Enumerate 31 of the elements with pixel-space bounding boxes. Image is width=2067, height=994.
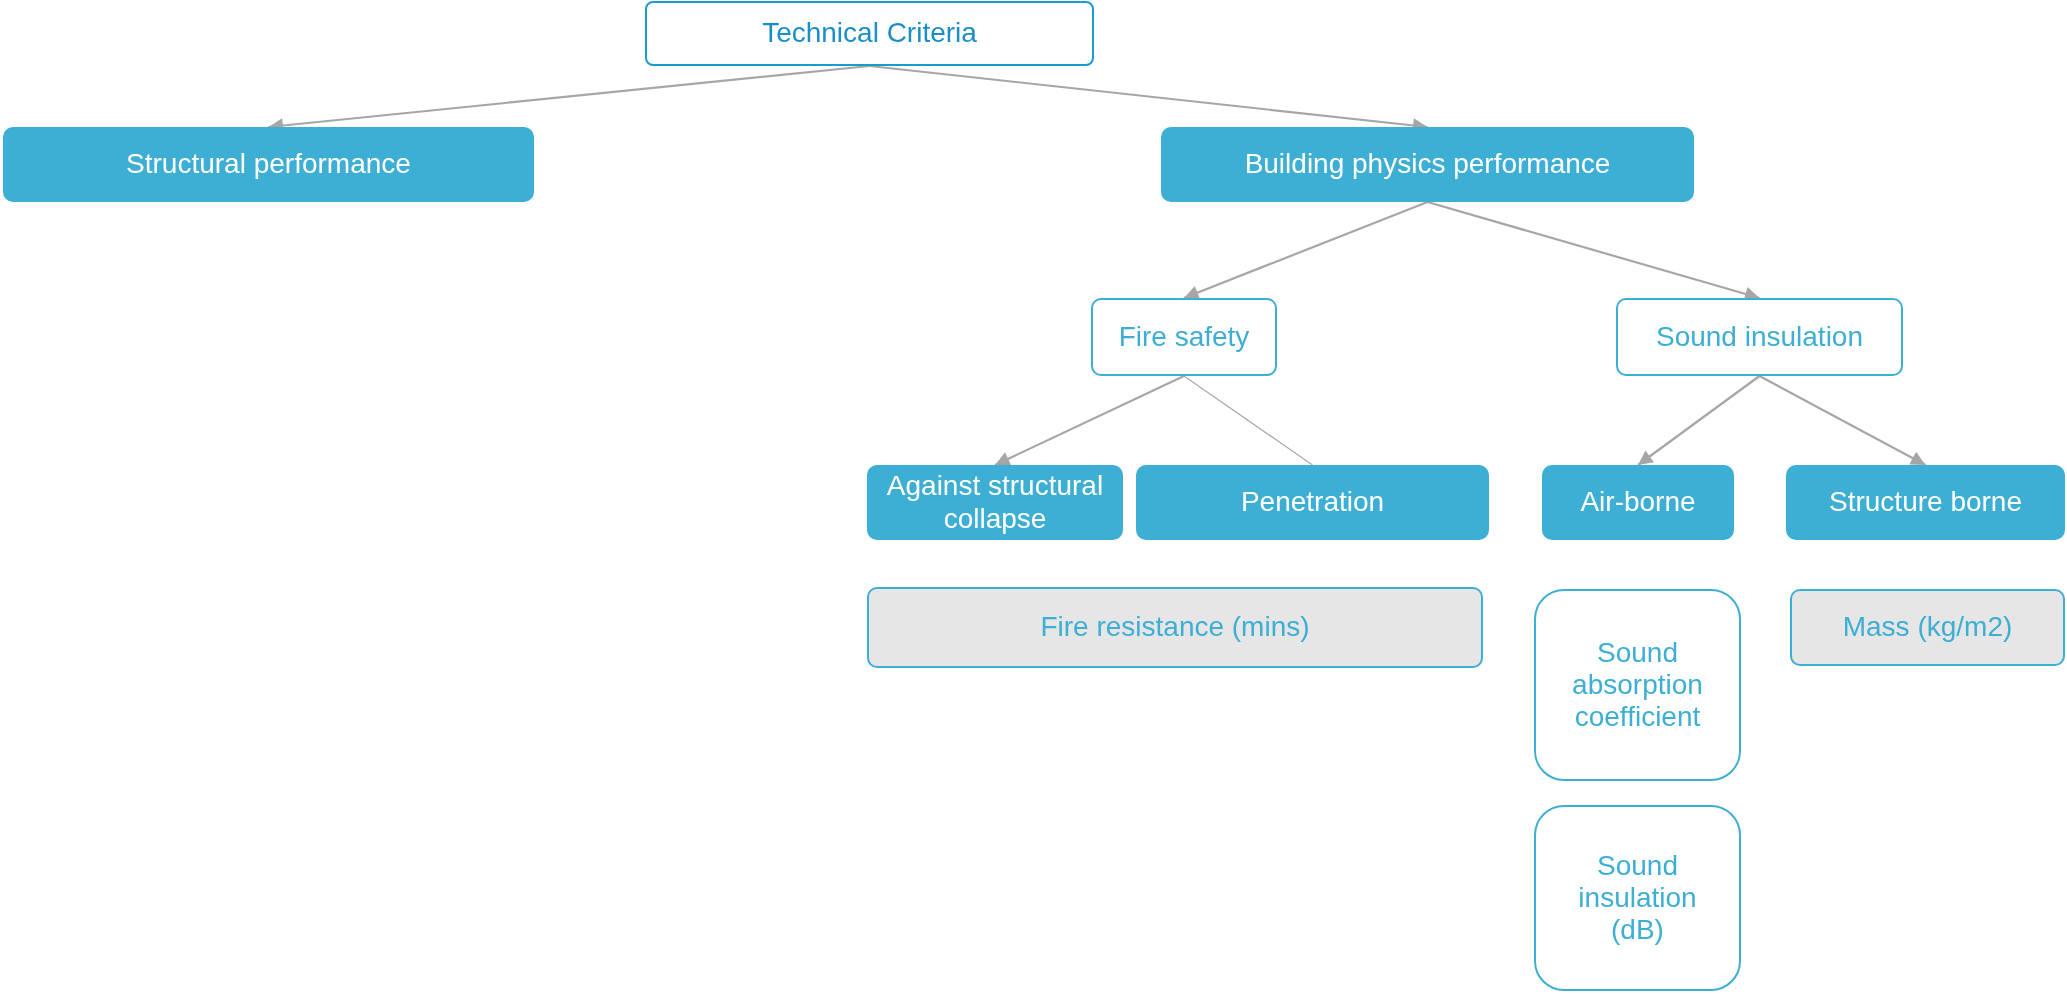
criteria-box (3, 127, 534, 202)
arrow (1759, 375, 1926, 466)
criteria-box (867, 587, 1483, 668)
criteria-box (1534, 589, 1741, 781)
arrow (1637, 375, 1761, 466)
criteria-box (1786, 465, 2065, 540)
node-label: Sound insulation (1655, 320, 1863, 354)
criteria-box (1542, 465, 1734, 540)
criteria-box (1091, 298, 1277, 376)
node-label: Sound absorption coefficient (1571, 636, 1704, 734)
criteria-box (1534, 805, 1741, 991)
criteria-box (867, 465, 1123, 540)
node-label: Fire resistance (mins) (1040, 611, 1310, 644)
node-label: Fire safety (1118, 320, 1250, 354)
arrow (1427, 200, 1760, 301)
node-label: Against structural collapse (885, 470, 1105, 535)
node-label: Building physics performance (1244, 148, 1611, 181)
node-label: Sound insulation (dB) (1577, 849, 1698, 947)
node-label: Mass (kg/m2) (1842, 611, 2013, 644)
criteria-box (1136, 465, 1489, 540)
criteria-box (1616, 298, 1903, 376)
node-label: Structural performance (126, 148, 411, 181)
criteria-box (645, 1, 1094, 66)
node-label: Structure borne (1829, 486, 2022, 519)
criteria-box (1790, 589, 2065, 666)
arrow (994, 375, 1185, 466)
arrow (1183, 200, 1428, 300)
node-label: Technical Criteria (762, 17, 977, 50)
node-label: Penetration (1240, 486, 1385, 519)
criteria-box (1161, 127, 1694, 202)
node-label: Air-borne (1580, 486, 1696, 519)
